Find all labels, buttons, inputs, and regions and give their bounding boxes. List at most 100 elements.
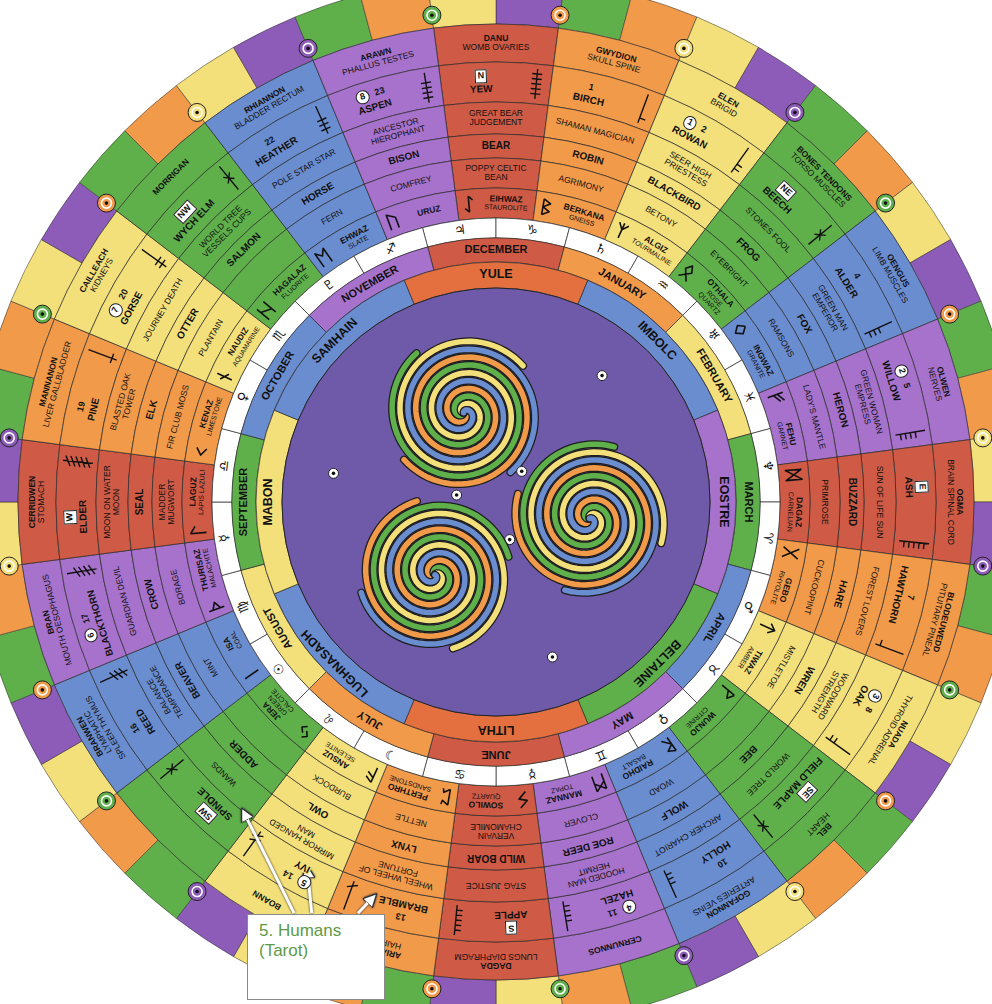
deity-body-cell: OLWENNERVES (917, 331, 961, 436)
tree-name: APPLE (493, 909, 529, 921)
tree-cell: NYEW (445, 68, 518, 96)
rune-cell: OTHALAROSE QUARTZ (690, 272, 740, 323)
sector-cell (152, 457, 185, 547)
ogham-glyph (158, 757, 186, 782)
knot-dot (430, 987, 434, 991)
tarot-label: SUN OF LIFE SUN (876, 465, 885, 540)
rune-glyph (678, 263, 696, 282)
knot-spiral (679, 951, 689, 961)
ogham-glyph (87, 345, 119, 365)
rune-glyph (464, 196, 473, 213)
tarot-cell: ANCESTOR HIEROPHANT (354, 112, 440, 151)
zodiac-cell: ♄ (586, 238, 615, 261)
plant-cell: LADY'S MANTLE (800, 381, 827, 453)
ogham-glyph (454, 905, 463, 935)
plant-name: FIR CLUB MOSS (165, 383, 191, 451)
rune-glyph (216, 370, 234, 384)
rune-cell: EHWAZSLATE (331, 220, 381, 257)
festival-cell: BELTAINE (599, 605, 714, 720)
tarot-label: SHAMAN MAGICIAN (554, 116, 636, 146)
animal-cell: BEAR (456, 141, 536, 152)
sector-cell (56, 445, 99, 560)
knot-dot (884, 201, 888, 205)
tree-number: 2 (697, 123, 710, 138)
plant-name: CUCKOOPINT (802, 558, 826, 617)
festival-cell: YULE (421, 268, 571, 281)
zodiac-cell: ♆ (759, 452, 776, 480)
month-name: OCTOBER (259, 349, 297, 404)
rune-glyph (315, 248, 332, 267)
centre-disc (282, 288, 710, 716)
zodiac-symbol: ♒ (653, 275, 672, 294)
compass-point: N (475, 69, 488, 83)
knot-dot (981, 436, 985, 440)
animal-name: OWL (304, 799, 331, 821)
knot-dot (41, 688, 45, 692)
centre-dot (597, 371, 607, 381)
tree-cell: SAPPLE (474, 908, 547, 936)
rune-cell: URUZ (404, 201, 453, 220)
triskele-outline (361, 521, 496, 644)
plant-name: FERN (318, 207, 344, 227)
knot-circle (423, 980, 441, 998)
plant-name: MADDER MUGWORT (158, 466, 176, 538)
zodiac-symbol: ♆ (760, 459, 775, 474)
triskele-outline (531, 452, 664, 569)
sector-cell (807, 457, 840, 547)
knot-spiral (945, 309, 955, 319)
animal-name: ELK (144, 398, 160, 422)
animal-name: OTTER (174, 306, 201, 342)
zodiac-cell: ♉ (700, 654, 727, 683)
zodiac-cell: ☿ (216, 524, 233, 552)
rune-cell: WUNJOCITRINE (677, 698, 723, 743)
zodiac-symbol: ♎ (217, 459, 232, 474)
rune-glyph (733, 322, 749, 337)
sector-cell (448, 134, 544, 161)
knot-spiral (4, 561, 14, 571)
tarot-label: HOODED MAN HERMIT (552, 853, 638, 892)
tree-number: 5 (295, 873, 314, 892)
callout-box: 5. Humans (Tarot) (247, 914, 385, 1000)
month-cell: JUNE (441, 748, 551, 760)
knot-spiral (4, 433, 14, 443)
zodiac-symbol: ♌ (320, 710, 339, 729)
animal-name: FROG (733, 236, 762, 265)
rune-glyph (196, 447, 207, 456)
knot-dot (981, 564, 985, 568)
animal-cell: BISON (364, 143, 444, 174)
festival-cell: LUGHNASADH (278, 605, 393, 720)
rune-glyph (207, 600, 224, 612)
tarot-label: MIRROR HANGED MAN (263, 806, 345, 863)
animal-cell: ROBIN (548, 143, 628, 174)
zodiac-cell: ☿ (518, 765, 546, 782)
sector-cell (18, 440, 60, 565)
tree-number: 1 (586, 81, 597, 94)
rune-cell: DAGAZCARNELIAN (786, 488, 804, 537)
zodiac-cell: ♂ (738, 592, 761, 621)
rune-cell: ISACOAL (214, 617, 251, 667)
centre-dot-core (455, 493, 459, 497)
rune-glyph (782, 547, 799, 560)
plant-cell: COMFREY (375, 171, 447, 198)
knot-circle (423, 6, 441, 24)
tarot-label: WANDS (210, 759, 240, 789)
zodiac-cell: ♐ (377, 238, 406, 261)
sector-cell (128, 454, 155, 550)
triskele-ribbon (408, 349, 535, 472)
animal-name: SALMON (225, 231, 264, 270)
plant-cell: CLOVER (545, 806, 617, 833)
plant-name: WOAD (646, 776, 675, 798)
deity-body-cell: MANNANONLIVER GALLBLADDER (31, 331, 75, 436)
animal-name: SEAL (135, 488, 146, 517)
triskele-outline (381, 513, 504, 648)
sector-cell (96, 450, 131, 554)
deity-body-cell: GOFANNONARTERIES VEINS (676, 866, 775, 933)
knot-spiral (555, 10, 565, 20)
rune-cell: TIWAZAMBER (730, 636, 769, 685)
tarot-cell: GREAT BEAR JUDGEMENT (454, 109, 538, 127)
callout-arrow (358, 895, 376, 914)
tarot-cell: WHEEL WHEEL OF FORTUNE (354, 853, 440, 892)
rune-glyph (785, 469, 802, 480)
plant-name: BORAGE (169, 567, 188, 606)
deity-body-cell: ARAWNPHALLUS TESTES (325, 37, 430, 81)
